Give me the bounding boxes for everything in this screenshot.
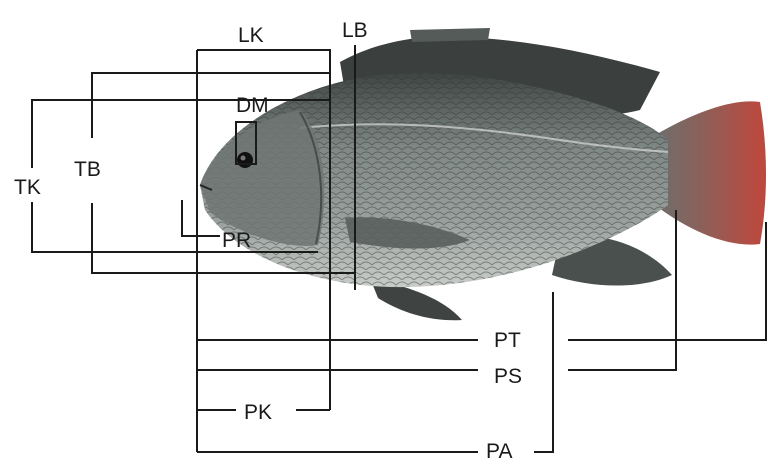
label-tk: TK — [14, 176, 41, 199]
eye-highlight — [241, 156, 246, 161]
label-pr: PR — [222, 229, 251, 252]
fish-eye — [237, 152, 253, 168]
fish-illustration — [200, 28, 766, 320]
label-ps: PS — [494, 365, 522, 388]
dorsal-fin-spine — [410, 28, 490, 42]
label-lk: LK — [238, 24, 264, 47]
label-tb: TB — [74, 158, 101, 181]
tail-fin — [655, 101, 766, 244]
label-pt: PT — [494, 329, 521, 352]
label-lb: LB — [342, 19, 368, 42]
label-pa: PA — [486, 440, 512, 462]
label-pk: PK — [244, 401, 272, 424]
label-dm: DM — [236, 94, 269, 117]
